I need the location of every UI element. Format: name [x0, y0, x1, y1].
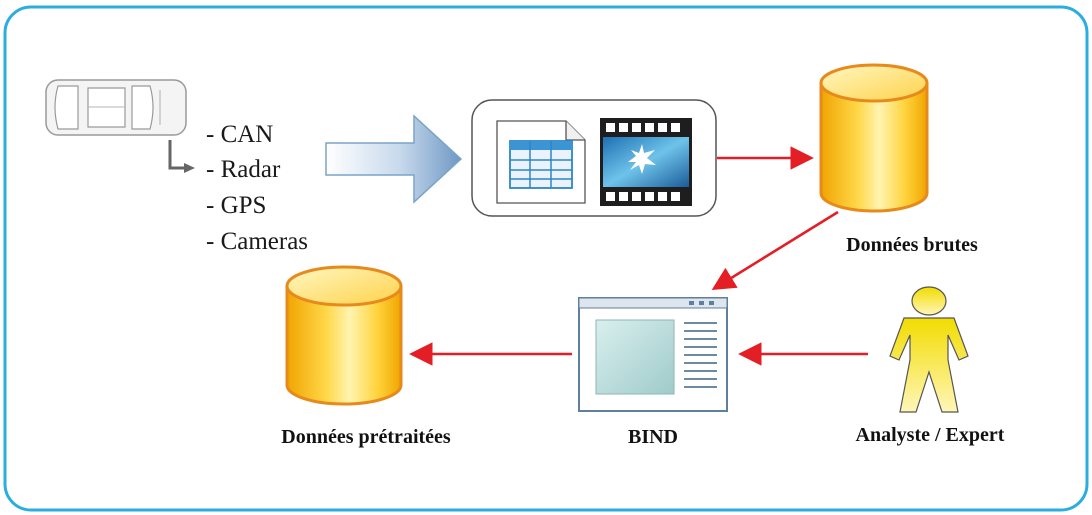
analyst-label: Analyste / Expert	[856, 424, 1005, 446]
processed-database-icon	[285, 265, 403, 406]
person-icon	[889, 286, 969, 413]
source-gps: - GPS	[206, 192, 266, 219]
raw-database-label: Données brutes	[846, 234, 978, 256]
vehicle-to-sources-connector	[168, 140, 195, 173]
source-radar: - Radar	[206, 156, 281, 183]
source-cameras: - Cameras	[206, 228, 308, 255]
diagram-frame	[3, 5, 1089, 512]
car-topview-icon	[45, 79, 187, 136]
bind-label: BIND	[628, 426, 678, 448]
raw-database-icon	[819, 63, 929, 213]
source-can: - CAN	[206, 121, 273, 148]
film-strip-icon	[600, 118, 692, 206]
application-window-icon	[578, 297, 728, 412]
flow-arrow-raw-to-bind	[711, 210, 839, 291]
processed-database-label: Données prétraitées	[281, 426, 451, 448]
acquisition-big-arrow	[325, 114, 463, 204]
spreadsheet-document-icon	[496, 120, 586, 204]
